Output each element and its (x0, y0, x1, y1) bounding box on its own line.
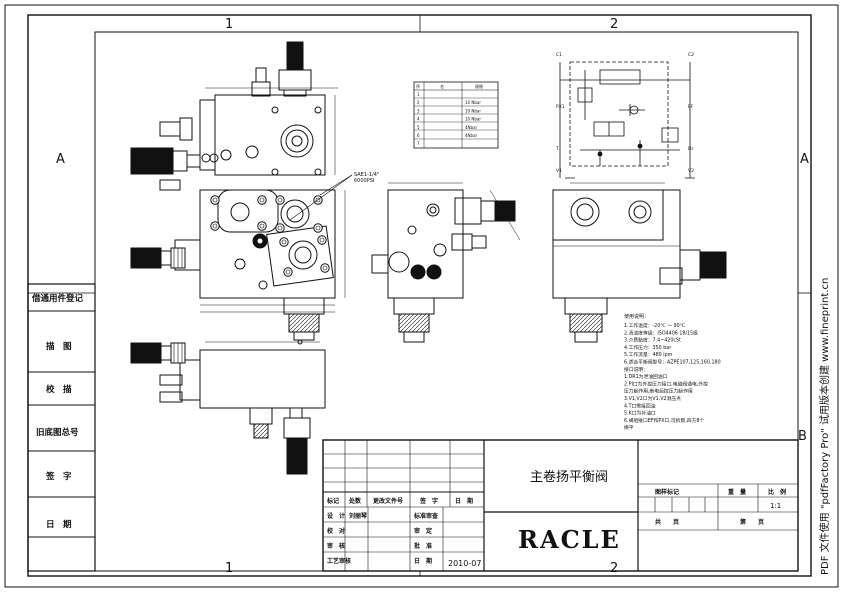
tb-header: 标记 (326, 497, 339, 505)
parts-cell: 4Nbar (465, 133, 478, 138)
tb-cell: 批 准 (414, 542, 432, 550)
parts-cell: 1 (417, 92, 420, 97)
note-line: 压力起作用,断电后控压力起作用 (624, 388, 693, 395)
note-line: 2.清洁度等级：ISO4406 18/15级 (624, 329, 698, 336)
port-label: C1 (556, 52, 562, 58)
zone-top-2: 2 (610, 17, 618, 32)
tb-cell: 设 计 (327, 512, 345, 520)
usage-notes: 使用说明： 1.工作温度：-20℃ ～ 90℃2.清洁度等级：ISO4406 1… (624, 313, 721, 431)
side-row-label: 描 图 (46, 341, 72, 352)
note-line: 接口说明： (624, 366, 648, 373)
side-row-label: 旧底图总号 (36, 427, 79, 438)
valve-view-side (371, 182, 521, 343)
parts-cell: 4Nbar (465, 125, 478, 130)
tb-cell: 工艺审核 (327, 557, 351, 565)
note-line: 5.K口为补油口 (624, 410, 656, 417)
parts-header: 序 (416, 83, 420, 89)
title-block-left-rows: 设 计刘丽琴 标准审查校 对 审 定审 核 批 准工艺审核 日 期 (327, 512, 438, 565)
notes-heading: 使用说明： (624, 313, 649, 320)
tb-right-header: 图样标记 (655, 488, 679, 496)
note-line: 2.PI口为外控压力接口,电磁阀通电,外控 (624, 380, 708, 387)
tb-header: 处数 (348, 497, 362, 505)
callout-text-line2: 6000PSI (354, 178, 374, 184)
side-row-label: 签 字 (45, 471, 72, 482)
zone-top-1: 1 (225, 17, 233, 32)
port-callout: SAE1-1/4"6000PSI (354, 172, 379, 184)
note-line: 换平 (624, 424, 634, 431)
side-row-label: 借通用件登记 (31, 293, 84, 304)
note-line: 1.工作温度：-20℃ ～ 90℃ (624, 322, 686, 329)
title-block-right: 图样标记 重 量 比 例 1:1 共 页 第 页 (655, 488, 786, 526)
tb-cell: 审 定 (414, 527, 432, 535)
side-row-label: 校 描 (46, 384, 72, 395)
tb-cell: 校 对 (327, 527, 345, 535)
parts-cell: 7 (417, 141, 420, 146)
parts-cell: 2 (417, 100, 420, 105)
side-row-label: 日 期 (46, 519, 72, 530)
note-line: 3.介质黏度：7.4~420cSt (624, 337, 681, 344)
note-line: 1.DR1为泄油回油口 (624, 373, 668, 380)
drawing-date: 2010-07 (448, 559, 481, 568)
note-line: 3.V1,V2口为V1,V2测压点 (624, 395, 681, 402)
port-label: Dr (688, 146, 693, 152)
note-line: 5.工作流量：480 lpm (624, 351, 673, 358)
tb-cell: 标准审查 (413, 512, 438, 520)
title-block-left-headers: 标记 处数 更改文件号 签 字 日 期 (326, 497, 473, 505)
port-label: C2 (688, 52, 694, 58)
hydraulic-schematic (559, 61, 695, 179)
zone-bottom-2: 2 (610, 561, 618, 576)
tb-right-header: 比 例 (768, 488, 786, 496)
pdf-watermark: PDF 文件使用 "pdfFactory Pro" 试用版本创建 www.fin… (818, 278, 831, 575)
parts-cell: 10 Nbar (465, 100, 481, 105)
tb-cell: 审 核 (327, 542, 345, 550)
port-label: T (555, 146, 559, 152)
valve-view-main (130, 174, 353, 341)
zone-bottom-1: 1 (225, 561, 233, 576)
port-label: V1 (556, 168, 562, 174)
note-line: 4.工作压力：350 bar (624, 344, 671, 351)
tb-cell: 刘丽琴 (349, 512, 368, 520)
brand-logo-text: RACLE (518, 525, 621, 554)
parts-header: 名 (440, 83, 444, 89)
valve-view-top-left (130, 41, 338, 191)
port-label: V2 (688, 168, 694, 174)
note-line: 6.适合平衡阀型号：AZPE107,125,160,180 (624, 359, 721, 366)
sheet-number: 第 页 (739, 518, 764, 526)
drawing-title: 主卷扬平衡阀 (530, 469, 608, 485)
side-record-table: 借通用件登记 描 图 校 描 旧底图总号 签 字 日 期 (27, 283, 96, 572)
valve-view-right (552, 182, 727, 343)
parts-cell: 10 Nbar (465, 108, 481, 113)
parts-cell: 3 (417, 108, 420, 113)
title-block (322, 439, 799, 572)
port-label: PX1 (556, 104, 565, 110)
tb-header: 日 期 (455, 497, 473, 505)
note-line: 4.T口需接回油 (624, 402, 656, 409)
sheet-total: 共 页 (655, 518, 679, 526)
parts-cell: 10 Nbar (465, 117, 481, 122)
parts-cell: 4 (417, 117, 420, 122)
zone-left-a: A (56, 152, 65, 167)
zone-markers (28, 15, 811, 576)
parts-cell: 5 (417, 125, 420, 130)
zone-right-a: A (800, 152, 809, 167)
port-label: EF (688, 104, 694, 110)
callout-text: SAE1-1/4" (354, 172, 379, 178)
drawing-scale: 1:1 (770, 502, 781, 510)
watermark-text: PDF 文件使用 "pdfFactory Pro" 试用版本创建 www.fin… (818, 278, 831, 575)
tb-cell: 日 期 (414, 557, 432, 565)
valve-view-bottom-left (130, 339, 326, 475)
tb-header: 更改文件号 (373, 497, 403, 505)
tb-right-header: 重 量 (728, 488, 746, 496)
outer-border (4, 4, 839, 588)
parts-table: 序 名 规格 1 2 10 Nbar 3 10 Nbar 4 10 Nbar 5 4Nbar 6 4… (413, 81, 499, 149)
parts-cell: 6 (417, 133, 420, 138)
schematic-port-labels: C1 C2 PX1 EF V1 V2 T Dr (555, 52, 694, 174)
parts-header: 规格 (475, 83, 483, 89)
tb-header: 签 字 (419, 497, 438, 505)
note-line: 6.阀组接口EF和PX口,可拆卸,四方8个 (624, 417, 704, 424)
zone-right-b: B (798, 429, 807, 444)
